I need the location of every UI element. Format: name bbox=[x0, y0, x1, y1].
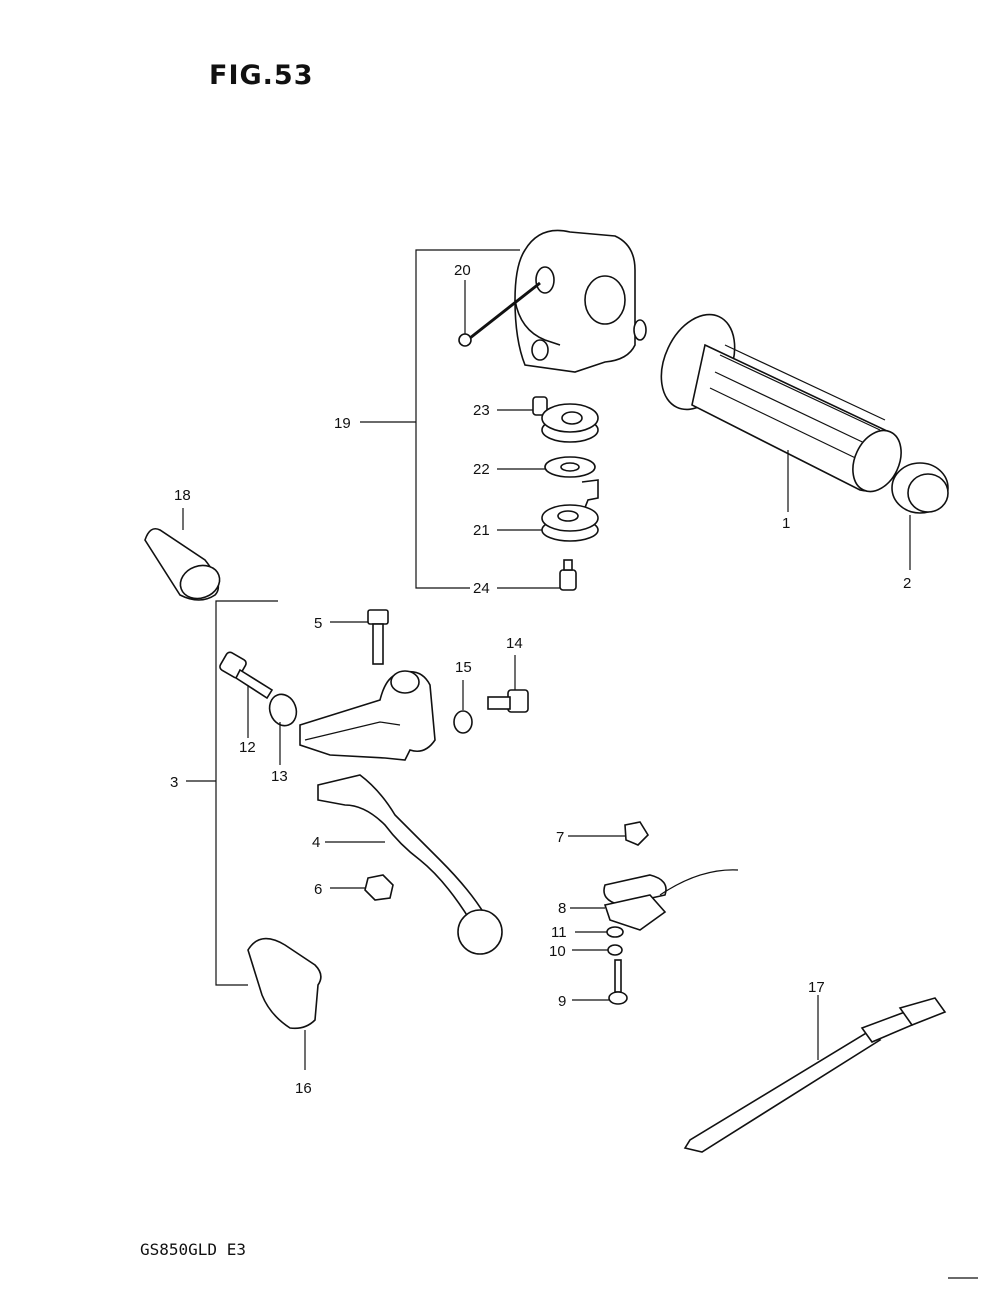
switch-clip-7 bbox=[568, 821, 650, 846]
grip-end-cap bbox=[891, 462, 949, 570]
washer-22 bbox=[497, 456, 596, 478]
callout-7: 7 bbox=[556, 829, 564, 846]
lever-holder bbox=[299, 670, 436, 761]
callout-8: 8 bbox=[558, 900, 566, 917]
clutch-lever bbox=[317, 774, 503, 955]
callout-5: 5 bbox=[314, 615, 322, 632]
washer-15 bbox=[453, 680, 473, 734]
screw-20 bbox=[458, 280, 541, 347]
screw-9 bbox=[572, 959, 628, 1005]
cable-tie-17 bbox=[683, 995, 947, 1153]
bolt-5 bbox=[330, 609, 389, 665]
bracket-3 bbox=[215, 600, 278, 986]
callout-10: 10 bbox=[549, 943, 566, 960]
callout-16: 16 bbox=[295, 1080, 312, 1097]
locknut-13 bbox=[268, 693, 298, 765]
callout-14: 14 bbox=[506, 635, 523, 652]
bracket-19 bbox=[415, 249, 520, 589]
callout-15: 15 bbox=[455, 659, 472, 676]
washer-10 bbox=[572, 944, 623, 956]
lever-cover-16 bbox=[247, 937, 322, 1070]
callout-1: 1 bbox=[782, 515, 790, 532]
callout-19: 19 bbox=[334, 415, 351, 432]
callout-21: 21 bbox=[473, 522, 490, 539]
callout-22: 22 bbox=[473, 461, 490, 478]
throttle-pulley-23 bbox=[497, 396, 599, 443]
callout-18: 18 bbox=[174, 487, 191, 504]
clutch-switch-8 bbox=[570, 869, 739, 931]
boot-18 bbox=[144, 508, 221, 601]
callout-6: 6 bbox=[314, 881, 322, 898]
throttle-housing bbox=[514, 229, 647, 373]
cable-guide-21 bbox=[497, 479, 599, 542]
callout-3: 3 bbox=[170, 774, 178, 791]
adjuster-24 bbox=[497, 559, 577, 591]
model-code: GS850GLD E3 bbox=[140, 1240, 246, 1259]
washer-11 bbox=[575, 926, 624, 938]
nut-6 bbox=[330, 874, 394, 901]
adjuster-screw-12 bbox=[219, 651, 274, 738]
callout-13: 13 bbox=[271, 768, 288, 785]
callout-9: 9 bbox=[558, 993, 566, 1010]
callout-12: 12 bbox=[239, 739, 256, 756]
callout-23: 23 bbox=[473, 402, 490, 419]
figure-title: FIG.53 bbox=[209, 60, 314, 91]
callout-4: 4 bbox=[312, 834, 320, 851]
handlebar-grip bbox=[660, 313, 902, 512]
callout-2: 2 bbox=[903, 575, 911, 592]
callout-24: 24 bbox=[473, 580, 490, 597]
callout-11: 11 bbox=[551, 924, 567, 941]
bolt-14 bbox=[487, 655, 529, 713]
callout-17: 17 bbox=[808, 979, 825, 996]
callout-20: 20 bbox=[454, 262, 471, 279]
